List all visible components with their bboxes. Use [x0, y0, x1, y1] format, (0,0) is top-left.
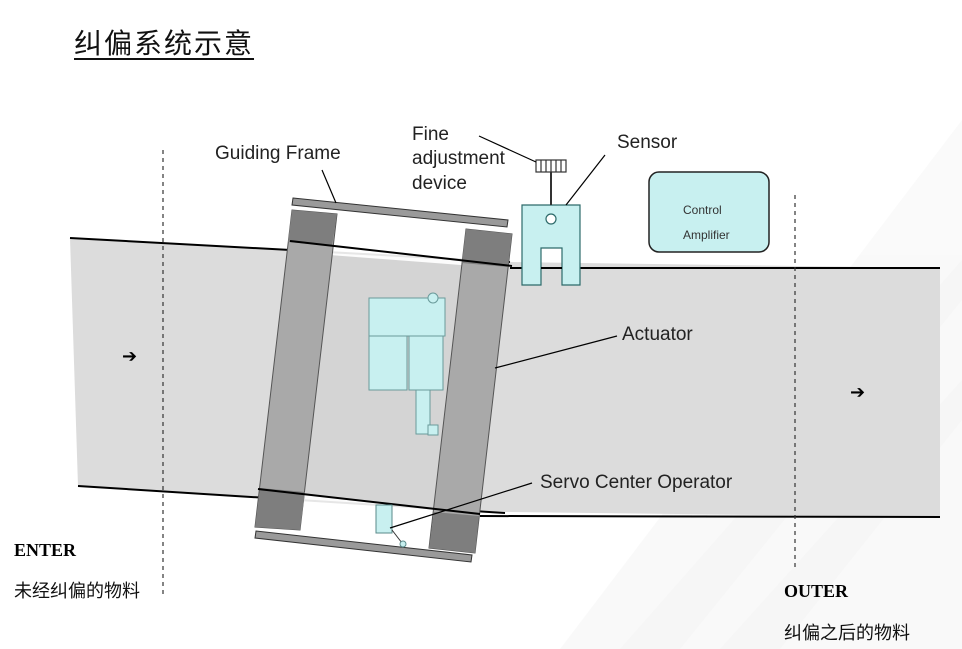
enter-label: ENTER [14, 540, 77, 560]
arrow-right-icon: ➔ [122, 346, 138, 367]
page-title: 纠偏系统示意 [74, 27, 255, 60]
servo-center-operator [375, 504, 407, 548]
sensor [521, 159, 581, 286]
arrow-right-icon: ➔ [850, 382, 866, 403]
fine-adjustment-label-line3: device [412, 173, 467, 194]
outer-label: OUTER [784, 581, 849, 601]
fine-adjustment-label-line1: Fine [412, 124, 449, 145]
leader-lines [321, 135, 618, 529]
control-amplifier-label-line2: Amplifier [683, 228, 730, 242]
guiding-frame-label: Guiding Frame [215, 143, 341, 164]
actuator [368, 292, 446, 436]
outer-description: 纠偏之后的物料 [784, 623, 910, 644]
enter-description: 未经纠偏的物料 [14, 581, 140, 602]
control-amplifier-label-line1: Control [683, 203, 722, 217]
actuator-label: Actuator [622, 324, 693, 345]
fine-adjustment-label-line2: adjustment [412, 148, 505, 169]
control-amplifier-box [648, 171, 770, 253]
sensor-label: Sensor [617, 132, 678, 153]
servo-center-operator-label: Servo Center Operator [540, 472, 733, 493]
